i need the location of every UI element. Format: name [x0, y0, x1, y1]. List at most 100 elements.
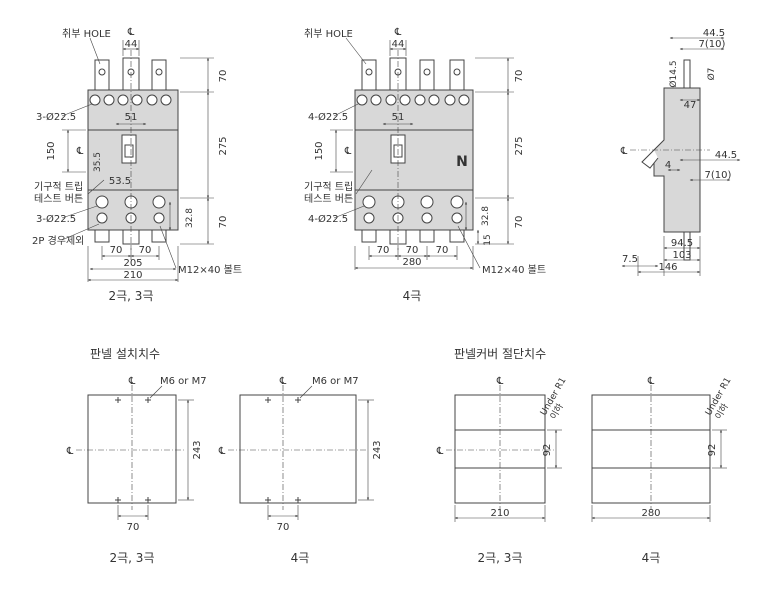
trip-button-label-1: 기구적 트립	[304, 180, 353, 193]
dim-pitch-70-b: 70	[139, 245, 152, 256]
dim-7: Ø7	[706, 68, 717, 81]
caption-cover-a: 2극, 3극	[478, 551, 523, 565]
dim-275: 275	[514, 136, 525, 155]
svg-text:℄: ℄	[279, 376, 287, 387]
dim-205: 205	[123, 258, 142, 269]
trip-button-label-2: 테스트 버튼	[34, 193, 83, 205]
panel-cover-2p3p-labels: ℄ ℄ Under R1 이하 92 210 2극, 3극	[436, 376, 569, 565]
dim-70-a: 70	[127, 522, 140, 533]
dim-7-5: 7.5	[622, 254, 638, 265]
dim-70-top: 70	[514, 70, 525, 83]
dim-70-b: 70	[277, 522, 290, 533]
dim-210: 210	[490, 508, 509, 519]
dim-pitch-70-a: 70	[377, 245, 390, 256]
bottom-terminal-4	[449, 229, 465, 243]
dim-94-5: 94.5	[671, 238, 693, 249]
centerline-left: ℄	[344, 146, 352, 157]
dim-70-top: 70	[218, 70, 229, 83]
dim-103: 103	[672, 250, 691, 261]
bolt-label: M12×40 볼트	[178, 264, 242, 276]
panel-cover-title: 판넬커버 절단치수	[454, 347, 546, 361]
front-view-2p3p	[61, 37, 214, 282]
side-handle	[641, 149, 659, 169]
dim-53-5: 53.5	[109, 176, 131, 187]
dim-pitch-70-c: 70	[436, 245, 449, 256]
dim-7-10-top: 7(10)	[699, 39, 726, 50]
dim-150: 150	[46, 141, 57, 160]
dim-92-a: 92	[542, 444, 553, 457]
side-centerline: ℄	[620, 146, 628, 157]
side-view	[621, 36, 741, 276]
trip-button-label-2: 테스트 버튼	[304, 193, 353, 205]
screw-label-b: M6 or M7	[312, 376, 359, 387]
screw-label-a: M6 or M7	[160, 376, 207, 387]
caption-mount-a: 2극, 3극	[110, 551, 155, 565]
panel-mount-title: 판넬 설치치수	[90, 347, 160, 361]
bolt-label: M12×40 볼트	[482, 264, 546, 276]
svg-text:℄: ℄	[436, 446, 444, 457]
dim-44: 44	[125, 39, 138, 50]
dim-32-8: 32.8	[185, 208, 195, 228]
caption-2p3p: 2극, 3극	[109, 289, 154, 303]
dim-70-bottom: 70	[514, 216, 525, 229]
front-view-2p3p-labels: ℄ 취부 HOLE 44 70 275 70 3-Ø22.5 51 150 ℄ …	[32, 27, 242, 303]
panel-mount-4p	[228, 385, 374, 520]
dim-210: 210	[123, 270, 142, 281]
panel-cover-4p	[591, 385, 727, 522]
panel-mount-2p3p-labels: ℄ ℄ M6 or M7 243 70 2극, 3극	[66, 376, 207, 565]
front-view-4p-labels: ℄ 취부 HOLE 44 70 275 70 4-Ø22.5 51 150 ℄ …	[304, 27, 546, 303]
dim-70-bottom: 70	[218, 216, 229, 229]
dim-280: 280	[402, 257, 421, 268]
holes-top-label: 4-Ø22.5	[308, 111, 348, 123]
svg-text:℄: ℄	[647, 376, 655, 387]
centerline-symbol: ℄	[127, 27, 135, 38]
svg-text:℄: ℄	[496, 376, 504, 387]
dim-pitch-70-a: 70	[110, 245, 123, 256]
dim-92-b: 92	[707, 444, 718, 457]
neutral-marker: N	[456, 154, 468, 170]
dim-47: 47	[684, 100, 697, 111]
dim-243-a: 243	[192, 440, 203, 459]
side-body	[653, 87, 701, 233]
panel-mount-4p-labels: ℄ ℄ M6 or M7 243 70 4극	[218, 376, 383, 565]
mount-hole-label: 취부 HOLE	[62, 28, 111, 40]
dim-14-5: Ø14.5	[668, 60, 679, 87]
bottom-terminal-3	[419, 229, 435, 243]
dim-44-5-top: 44.5	[703, 28, 725, 39]
dim-150: 150	[314, 141, 325, 160]
front-view-4p	[330, 37, 514, 270]
mount-hole-label: 취부 HOLE	[304, 28, 353, 40]
dim-51: 51	[392, 112, 405, 123]
centerline-left: ℄	[76, 146, 84, 157]
svg-text:℄: ℄	[218, 446, 226, 457]
caption-4p: 4극	[403, 289, 422, 303]
dim-4: 4	[665, 160, 671, 171]
bottom-terminal-1	[361, 229, 377, 243]
dim-44: 44	[392, 39, 405, 50]
dim-44-5-mid: 44.5	[715, 150, 737, 161]
dim-35-5: 35.5	[93, 152, 103, 172]
holes-bottom-label: 4-Ø22.5	[308, 213, 348, 225]
dim-15: 15	[483, 234, 493, 245]
holes-top-label: 3-Ø22.5	[36, 111, 76, 123]
dim-280: 280	[641, 508, 660, 519]
bottom-terminal-1	[94, 229, 110, 243]
panel-cover-2p3p	[446, 385, 562, 522]
dim-243-b: 243	[372, 440, 383, 459]
centerline-symbol: ℄	[394, 27, 402, 38]
trip-button-label-1: 기구적 트립	[34, 180, 83, 193]
caption-mount-b: 4극	[291, 551, 310, 565]
side-view-labels: 44.5 7(10) Ø14.5 Ø7 47 ℄ 44.5 4 7(10) 94…	[620, 28, 737, 273]
two-pole-note: 2P 경우제외	[32, 234, 84, 247]
dim-275: 275	[218, 136, 229, 155]
dim-7-10-mid: 7(10)	[705, 170, 732, 181]
dim-51: 51	[125, 112, 138, 123]
panel-cover-4p-labels: ℄ Under R1 이하 92 280 4극	[641, 376, 733, 565]
dim-pitch-70-b: 70	[406, 245, 419, 256]
dim-32-8: 32.8	[481, 206, 491, 226]
holes-bottom-label: 3-Ø22.5	[36, 213, 76, 225]
svg-text:℄: ℄	[128, 376, 136, 387]
caption-cover-b: 4극	[642, 551, 661, 565]
side-stud-top	[683, 59, 691, 89]
